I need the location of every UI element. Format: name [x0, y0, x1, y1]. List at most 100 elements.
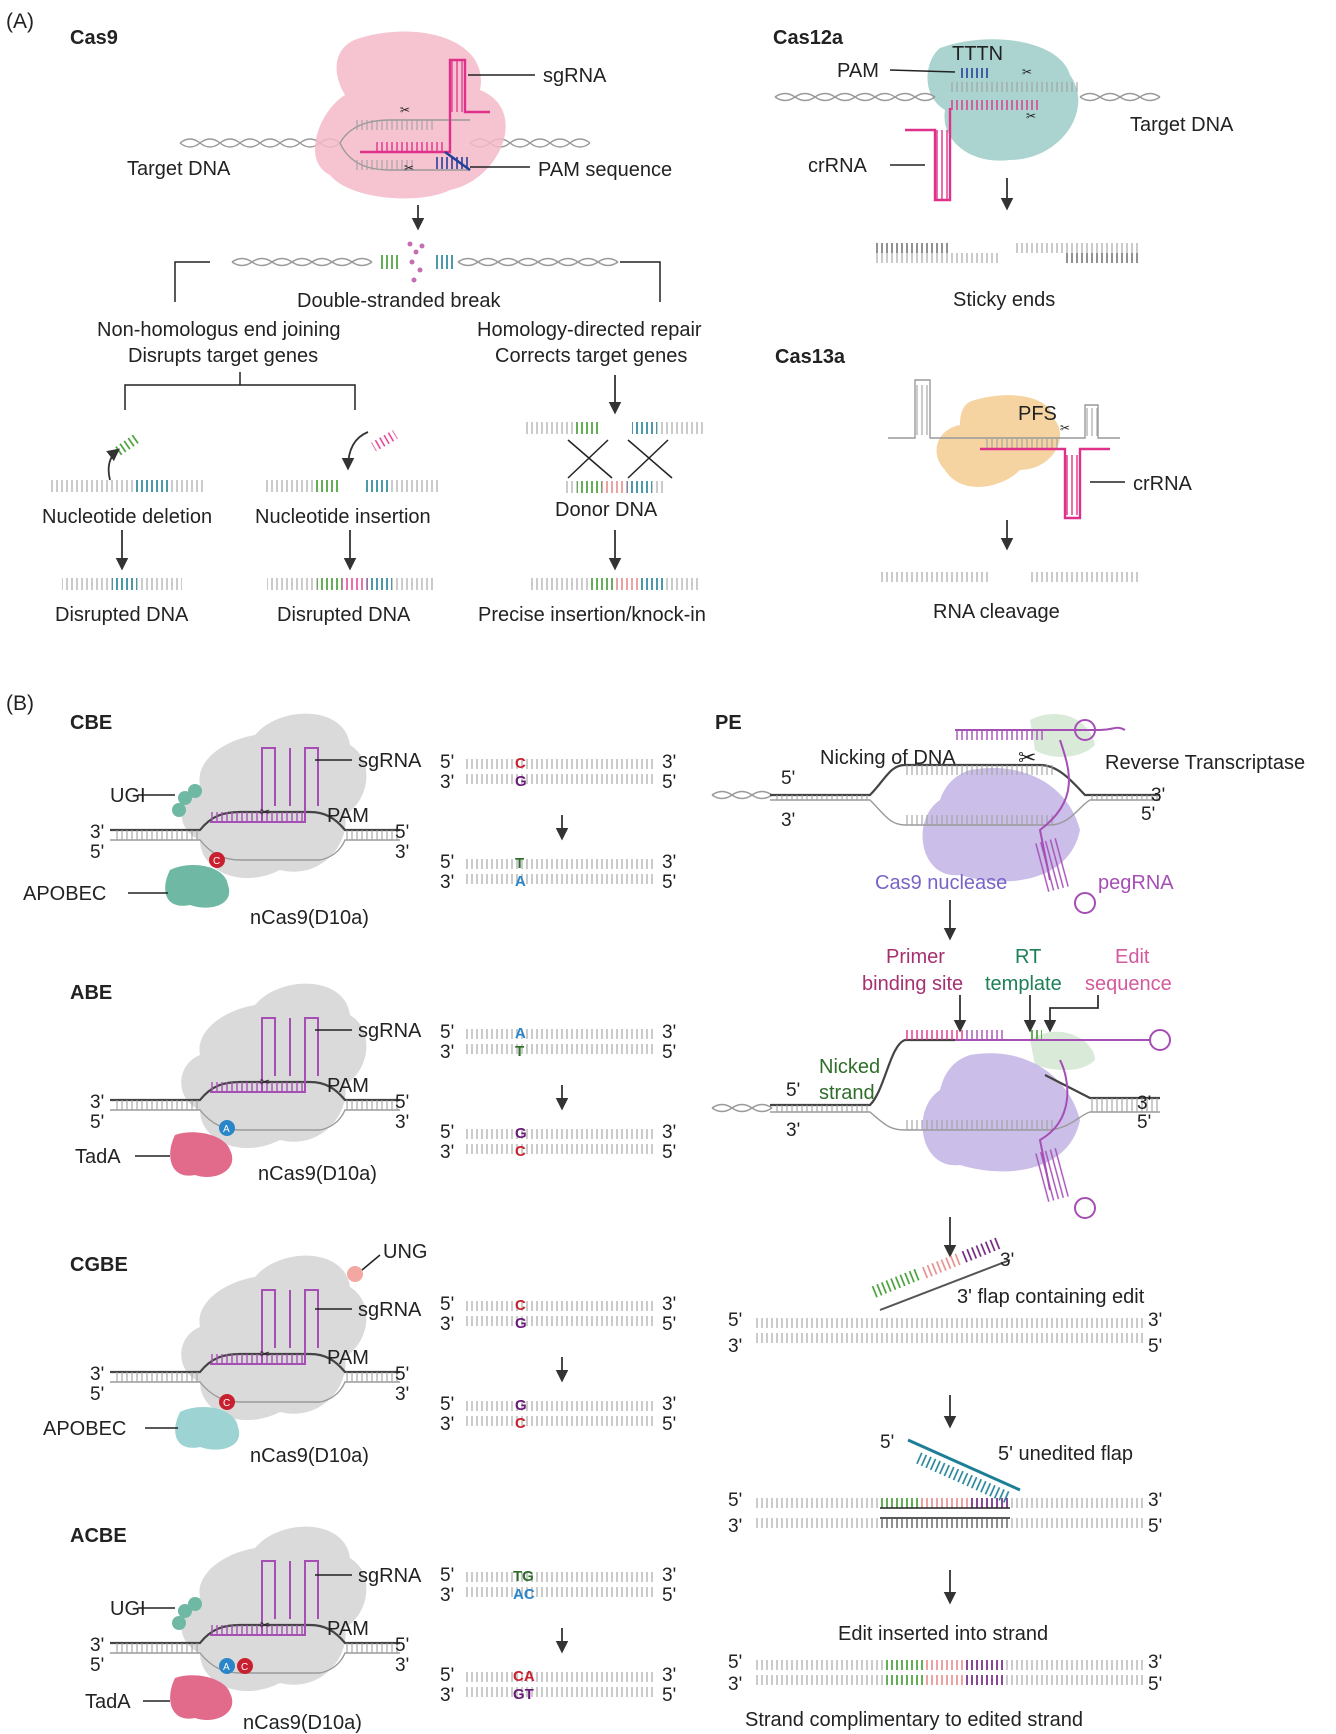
cgbe-5-right: 5' — [395, 1364, 409, 1385]
pe4-5: 5' — [728, 1490, 742, 1511]
pe-inserted-label: Edit inserted into strand — [838, 1623, 1048, 1645]
cbe-3-left: 3' — [90, 822, 104, 843]
acbe-c-marker — [237, 1658, 253, 1674]
sticky-ends-label: Sticky ends — [953, 289, 1055, 311]
cas9-pam-label: PAM sequence — [538, 159, 672, 181]
abe-after-bottom: C — [515, 1143, 526, 1160]
pe2-5: 5' — [786, 1080, 800, 1101]
abe-seq2-3a: 3' — [440, 1142, 454, 1163]
cgbe-apobec-blob — [175, 1407, 240, 1450]
abe-seq1-3b: 3' — [662, 1022, 676, 1043]
cas13a-crrna-label: crRNA — [1133, 473, 1193, 495]
acbe-seq1-3a: 3' — [440, 1585, 454, 1606]
abe-tada-label: TadA — [75, 1146, 121, 1168]
cgbe-ncas9-blob — [181, 1255, 367, 1421]
cas13a-pfs-label: PFS — [1018, 403, 1057, 425]
pe-title: PE — [715, 712, 742, 734]
cgbe-before-top: C — [515, 1297, 526, 1314]
pe-rtt-label-1: RT — [1015, 946, 1041, 968]
cas13a-title: Cas13a — [775, 346, 846, 368]
cas9-section: Cas9 ✂ ✂ sgRNA Target DNA PAM sequence — [42, 27, 706, 626]
acbe-seq1-5b: 5' — [662, 1585, 676, 1606]
pe1-3: 3' — [781, 810, 795, 831]
acbe-before-bottom: AC — [513, 1586, 535, 1603]
deletion-label: Nucleotide deletion — [42, 506, 212, 528]
nhej-label-1: Non-homologus end joining — [97, 319, 341, 341]
acbe-5-left: 5' — [90, 1655, 104, 1676]
cas9-sgrna-label: sgRNA — [543, 65, 607, 87]
abe-ncas9-blob — [181, 983, 367, 1149]
pe-pbs-label-1: Primer — [886, 946, 945, 968]
cbe-seq2-5b: 5' — [662, 872, 676, 893]
dsb-label: Double-stranded break — [297, 290, 501, 312]
cgbe-3-right: 3' — [395, 1384, 409, 1405]
acbe-ncas9-blob — [181, 1526, 367, 1692]
cbe-marker-label: C — [213, 856, 220, 867]
abe-seq1-5a: 5' — [440, 1022, 454, 1043]
pe-pegrna-label: pegRNA — [1098, 872, 1174, 894]
cgbe-seq1-3a: 3' — [440, 1314, 454, 1335]
abe-before-top: A — [515, 1025, 526, 1042]
pe5-5: 5' — [728, 1652, 742, 1673]
acbe-3-right: 3' — [395, 1655, 409, 1676]
abe-seq2-5a: 5' — [440, 1122, 454, 1143]
cgbe-after-bottom: C — [515, 1415, 526, 1432]
abe-pam-label: PAM — [327, 1075, 369, 1097]
acbe-after-top: CA — [513, 1668, 535, 1685]
cas12a-crrna-label: crRNA — [808, 155, 868, 177]
acbe-marker-c-label: C — [241, 1662, 248, 1673]
pe4-3r: 3' — [1148, 1490, 1162, 1511]
rna-cleavage-label: RNA cleavage — [933, 601, 1060, 623]
pe2-3: 3' — [786, 1120, 800, 1141]
pe4-5r: 5' — [1148, 1516, 1162, 1537]
acbe-a-marker — [219, 1658, 235, 1674]
pe3-5r: 5' — [1148, 1336, 1162, 1357]
abe-title: ABE — [70, 982, 112, 1004]
acbe-seq2-5b: 5' — [662, 1685, 676, 1706]
cbe-seq2-3b: 3' — [662, 852, 676, 873]
acbe-ugi-label: UGI — [110, 1598, 146, 1620]
pe-complement-label: Strand complimentary to edited strand — [745, 1709, 1083, 1731]
disrupted-label-1: Disrupted DNA — [55, 604, 189, 626]
pe-edit-label-2: sequence — [1085, 973, 1172, 995]
cbe-seq1-3b: 3' — [662, 752, 676, 773]
acbe-3-left: 3' — [90, 1635, 104, 1656]
pe5-3r: 3' — [1148, 1652, 1162, 1673]
cas9-title: Cas9 — [70, 27, 118, 49]
cbe-5-left: 5' — [90, 842, 104, 863]
cas13a-crrna — [980, 447, 1110, 520]
acbe-seq1-3b: 3' — [662, 1565, 676, 1586]
cbe-ncas9-blob — [181, 713, 367, 879]
scissors-icon-cbe: ✂ — [260, 805, 270, 819]
abe-sgrna-label: sgRNA — [358, 1020, 422, 1042]
scissors-icon-pe: ✂ — [1018, 745, 1036, 770]
pe-cas9-label: Cas9 nuclease — [875, 872, 1007, 894]
pe-nicking-label: Nicking of DNA — [820, 747, 956, 769]
abe-5-left: 5' — [90, 1112, 104, 1133]
cbe-seq2-3a: 3' — [440, 872, 454, 893]
cbe-seq1-3a: 3' — [440, 772, 454, 793]
donor-label: Donor DNA — [555, 499, 658, 521]
cbe-sgrna-label: sgRNA — [358, 750, 422, 772]
disrupted-label-2: Disrupted DNA — [277, 604, 411, 626]
cgbe-seq1-5a: 5' — [440, 1294, 454, 1315]
cgbe-editor: CGBE ✂ C UNG sgRNA PAM 3' 5' 5' 3' APOBE… — [43, 1241, 676, 1467]
nhej-label-2: Disrupts target genes — [128, 345, 318, 367]
cgbe-after-top: G — [515, 1397, 527, 1414]
pe1-5r: 5' — [1141, 804, 1155, 825]
scissors-icon-abe: ✂ — [260, 1075, 270, 1089]
scissors-icon-cgbe: ✂ — [260, 1347, 270, 1361]
pe5-5r: 5' — [1148, 1674, 1162, 1695]
cgbe-ung-label: UNG — [383, 1241, 427, 1263]
abe-seq1-3a: 3' — [440, 1042, 454, 1063]
abe-ncas9-label: nCas9(D10a) — [258, 1163, 377, 1185]
pe3-flap-3: 3' — [1000, 1250, 1014, 1271]
abe-before-bottom: T — [515, 1043, 524, 1060]
pe4-flap-5: 5' — [880, 1432, 894, 1453]
pe1-3r: 3' — [1151, 785, 1165, 806]
acbe-seq2-3b: 3' — [662, 1665, 676, 1686]
abe-seq1-5b: 5' — [662, 1042, 676, 1063]
cbe-editor: CBE ✂ C UGI sgRNA PAM 3' 5' 5' 3' APOBEC… — [23, 712, 676, 929]
pe5-3: 3' — [728, 1674, 742, 1695]
